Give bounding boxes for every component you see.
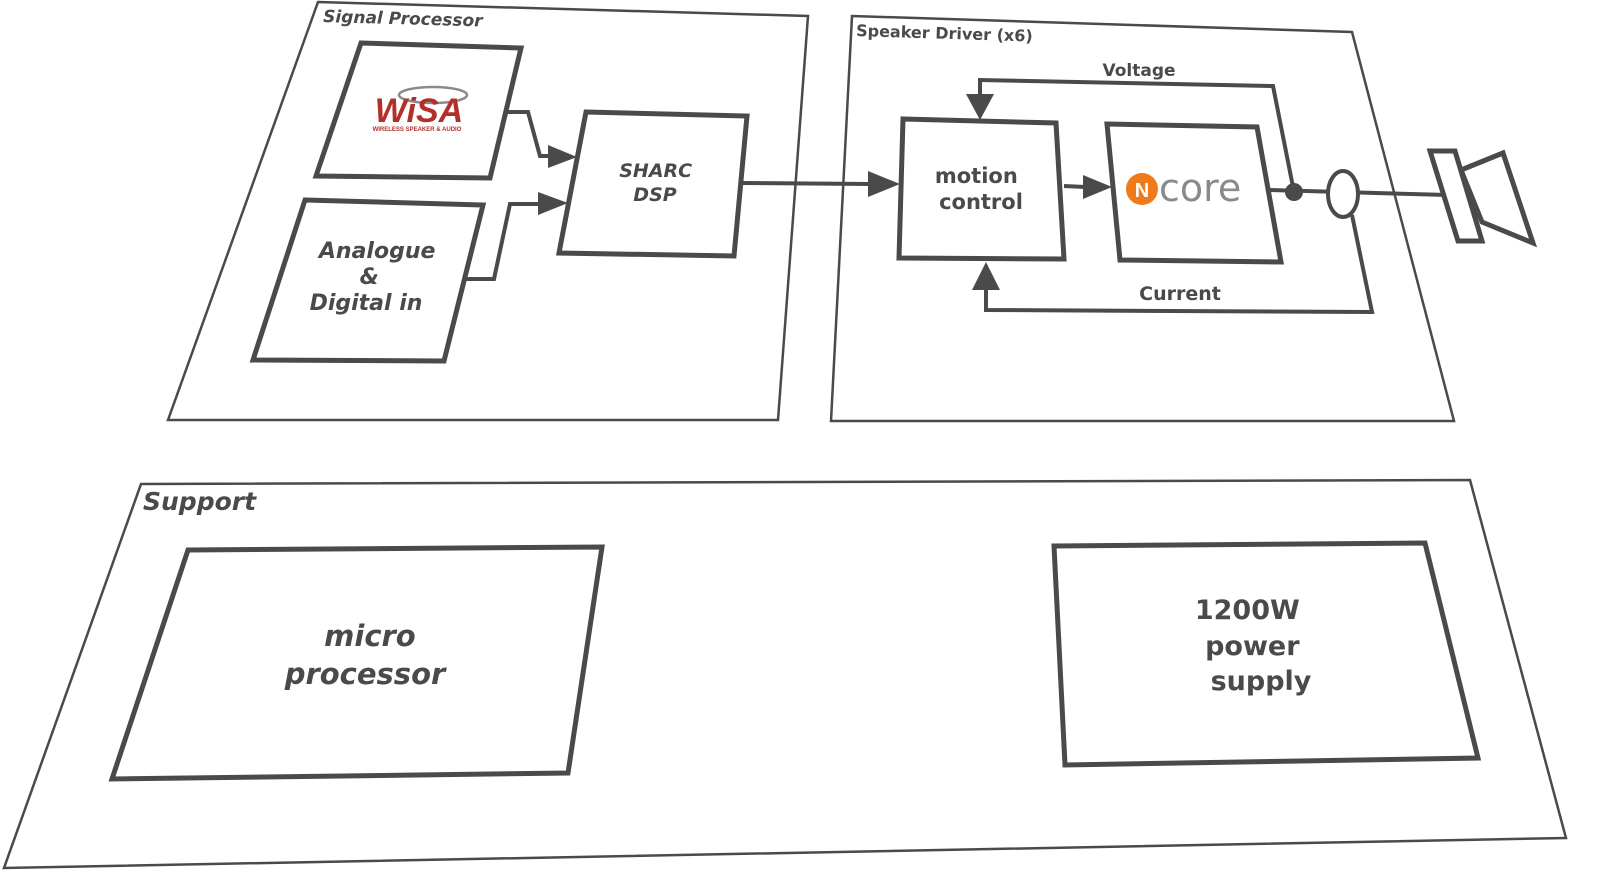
current-sense-loop bbox=[1326, 169, 1360, 219]
micro-processor-label: micro processor bbox=[284, 619, 447, 691]
sharc-label-line1: SHARC bbox=[619, 160, 692, 182]
motion-control-label: motion control bbox=[935, 164, 1025, 214]
sharc-dsp-block: SHARC DSP bbox=[555, 109, 750, 259]
analog-to-dsp-arrowhead bbox=[538, 192, 568, 215]
power-supply-label: 1200W power supply bbox=[1195, 595, 1312, 697]
ncore-logo-text: core bbox=[1159, 166, 1241, 210]
dsp-to-motion-arrowhead bbox=[868, 171, 900, 197]
voltage-sense-node bbox=[1285, 183, 1303, 201]
signal-processor-group: Signal Processor bbox=[166, 0, 810, 422]
power-supply-block: 1200W power supply bbox=[1051, 540, 1482, 768]
motion-control-box bbox=[896, 116, 1067, 262]
wisa-logo-text: WiSA bbox=[375, 92, 463, 130]
power-label-line2: power bbox=[1205, 631, 1300, 662]
wisa-box bbox=[312, 40, 525, 181]
current-feedback-wire bbox=[984, 214, 1375, 315]
signal-processor-frame bbox=[166, 0, 810, 422]
motion-to-ncore-wire bbox=[1063, 184, 1086, 189]
micro-processor-block: micro processor bbox=[108, 544, 605, 782]
micro-processor-box bbox=[108, 544, 605, 782]
analogue-digital-input-block: Analogue & Digital in bbox=[249, 197, 487, 364]
ncore-block: N core bbox=[1104, 121, 1284, 265]
signal-processor-title: Signal Processor bbox=[323, 7, 485, 31]
sharc-label-line2: DSP bbox=[633, 184, 676, 206]
current-arrowhead bbox=[972, 262, 1000, 290]
power-label-line3: supply bbox=[1211, 666, 1312, 697]
support-group: Support bbox=[2, 478, 1568, 870]
micro-label-line1: micro bbox=[324, 619, 416, 653]
voltage-label: Voltage bbox=[1102, 61, 1175, 81]
motion-label-line1: motion bbox=[935, 164, 1018, 188]
micro-label-line2: processor bbox=[284, 657, 447, 691]
ncore-logo-badge bbox=[1126, 173, 1158, 205]
voltage-arrowhead bbox=[966, 94, 994, 120]
sharc-dsp-box bbox=[555, 109, 750, 259]
analogue-digital-box bbox=[249, 197, 487, 364]
signal-wires bbox=[466, 77, 1449, 315]
motion-to-ncore-arrowhead bbox=[1083, 175, 1112, 199]
analogue-label-line2: & bbox=[360, 265, 379, 290]
analogue-label-line1: Analogue bbox=[317, 239, 436, 264]
wisa-logo-swoosh bbox=[397, 85, 469, 105]
voltage-feedback-wire bbox=[978, 77, 1296, 193]
wisa-logo-tagline: WIRELESS SPEAKER & AUDIO bbox=[373, 127, 462, 133]
dsp-to-motion-wire bbox=[739, 181, 871, 186]
analogue-label-line3: Digital in bbox=[310, 291, 423, 316]
ncore-box bbox=[1104, 121, 1284, 265]
ncore-logo: N core bbox=[1126, 166, 1241, 210]
analog-to-dsp-wire bbox=[466, 202, 540, 281]
analogue-digital-label: Analogue & Digital in bbox=[310, 239, 444, 316]
support-title: Support bbox=[143, 487, 257, 516]
wisa-to-dsp-wire bbox=[507, 110, 548, 158]
current-label: Current bbox=[1139, 283, 1221, 305]
speaker-icon bbox=[1426, 148, 1538, 248]
motion-label-line2: control bbox=[939, 190, 1023, 214]
wisa-logo: WiSA WIRELESS SPEAKER & AUDIO bbox=[373, 85, 469, 133]
support-frame bbox=[2, 478, 1568, 870]
speaker-driver-title: Speaker Driver (x6) bbox=[856, 21, 1033, 46]
speaker-cone bbox=[1457, 149, 1538, 248]
motion-control-block: motion control bbox=[896, 116, 1067, 262]
ncore-logo-badge-letter: N bbox=[1135, 180, 1149, 202]
power-label-line1: 1200W bbox=[1195, 595, 1300, 626]
power-supply-box bbox=[1051, 540, 1482, 768]
speaker-magnet bbox=[1426, 148, 1486, 244]
wisa-to-dsp-arrowhead bbox=[548, 145, 577, 168]
sharc-dsp-label: SHARC DSP bbox=[619, 160, 699, 206]
speaker-driver-frame bbox=[829, 14, 1456, 423]
wisa-block: WiSA WIRELESS SPEAKER & AUDIO bbox=[312, 40, 525, 181]
